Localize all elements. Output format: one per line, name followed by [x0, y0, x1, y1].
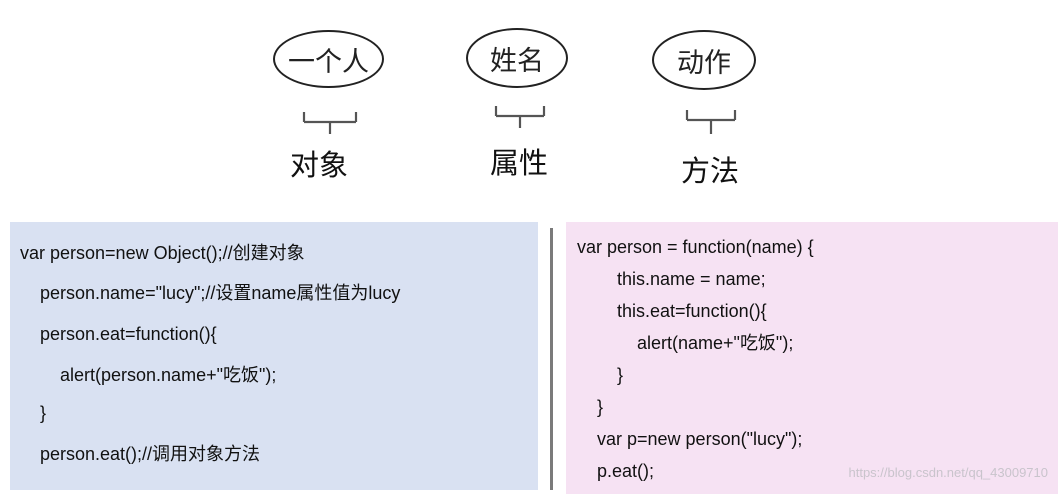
- concept-term-object: 对象: [290, 148, 349, 182]
- concept-ellipse-text: 姓名: [490, 45, 544, 77]
- code-panel-left: var person=new Object();//创建对象 person.na…: [10, 222, 538, 490]
- code-line: var p=new person("lucy");: [597, 429, 803, 449]
- concept-ellipse-text: 一个人: [288, 46, 369, 78]
- code-line: alert(name+"吃饭");: [637, 333, 794, 353]
- concept-ellipse-name: 姓名: [466, 28, 568, 88]
- code-line: }: [597, 397, 604, 417]
- concept-ellipse-action: 动作: [652, 30, 756, 90]
- concept-ellipse-text: 动作: [677, 47, 731, 79]
- code-line: person.eat=function(){: [40, 324, 217, 344]
- code-line: person.eat();//调用对象方法: [40, 444, 261, 464]
- code-line: p.eat();: [597, 461, 655, 481]
- watermark: https://blog.csdn.net/qq_43009710: [848, 465, 1049, 480]
- concept-ellipse-person: 一个人: [273, 30, 384, 88]
- code-panel-right: var person = function(name) { this.name …: [566, 222, 1058, 494]
- code-line: var person = function(name) {: [577, 237, 814, 257]
- concept-term-method: 方法: [681, 154, 740, 188]
- code-line: alert(person.name+"吃饭");: [60, 365, 277, 385]
- code-line: this.eat=function(){: [617, 301, 767, 321]
- bracket-icon: [494, 106, 546, 128]
- code-line: person.name="lucy";//设置name属性值为lucy: [40, 283, 401, 303]
- bracket-icon: [302, 112, 358, 134]
- vertical-divider: [550, 228, 553, 490]
- code-line: var person=new Object();//创建对象: [20, 243, 305, 263]
- code-line: this.name = name;: [617, 269, 766, 289]
- code-line: }: [40, 403, 47, 423]
- concept-term-property: 属性: [490, 146, 549, 180]
- code-line: }: [617, 365, 624, 385]
- bracket-icon: [685, 110, 737, 134]
